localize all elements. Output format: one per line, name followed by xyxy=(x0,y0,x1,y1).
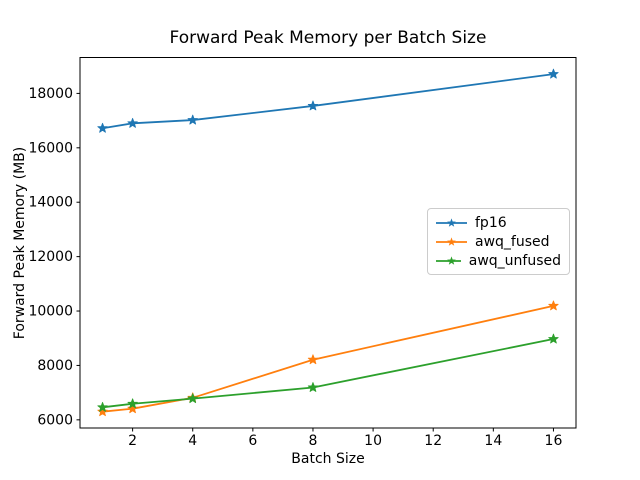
chart-title: Forward Peak Memory per Batch Size xyxy=(169,28,487,48)
x-tick-label: 14 xyxy=(484,433,502,449)
legend-item-fp16: fp16 xyxy=(436,213,561,232)
marker-awq_unfused xyxy=(307,382,319,392)
x-tick-label: 16 xyxy=(545,433,563,449)
y-tick-label: 8000 xyxy=(37,358,73,374)
legend: fp16 awq_fused awq_unfused xyxy=(427,208,570,275)
marker-fp16 xyxy=(307,100,319,111)
y-tick-label: 12000 xyxy=(28,249,73,265)
legend-sample-fp16 xyxy=(436,217,467,227)
axes-frame xyxy=(79,57,577,429)
marker-awq_unfused xyxy=(127,398,138,409)
series-line-awq_fused xyxy=(101,304,555,413)
legend-label: fp16 xyxy=(475,214,507,231)
marker-awq_unfused xyxy=(187,393,198,404)
marker-fp16 xyxy=(548,68,559,79)
marker-fp16 xyxy=(187,114,198,125)
x-tick-label: 8 xyxy=(309,433,318,449)
series-line-awq_unfused xyxy=(101,338,555,409)
legend-sample-awq_fused xyxy=(436,236,467,246)
legend-label: awq_unfused xyxy=(468,252,561,269)
x-tick-label: 6 xyxy=(248,433,257,449)
legend-label: awq_fused xyxy=(475,233,550,250)
y-tick-label: 6000 xyxy=(37,412,73,428)
x-tick-label: 12 xyxy=(424,433,442,449)
marker-awq_fused xyxy=(97,406,108,417)
marker-awq_fused xyxy=(548,300,559,311)
marker-awq_unfused xyxy=(548,333,559,344)
marker-awq_fused xyxy=(307,354,319,365)
y-tick-label: 10000 xyxy=(28,304,73,320)
x-tick-label: 10 xyxy=(364,433,382,449)
y-tick-label: 14000 xyxy=(28,195,73,211)
marker-fp16 xyxy=(127,117,138,128)
y-axis-label: Forward Peak Memory (MB) xyxy=(12,146,28,340)
x-axis-label: Batch Size xyxy=(291,451,365,467)
marker-awq_unfused xyxy=(97,401,108,412)
x-tick-label: 4 xyxy=(188,433,197,449)
marker-awq_fused xyxy=(127,403,138,414)
y-tick-label: 16000 xyxy=(28,140,73,156)
legend-item-awq_unfused: awq_unfused xyxy=(436,251,561,270)
series-line-fp16 xyxy=(101,73,555,130)
marker-fp16 xyxy=(97,122,108,133)
x-tick-label: 2 xyxy=(128,433,137,449)
y-tick-label: 18000 xyxy=(28,86,73,102)
legend-sample-awq_unfused xyxy=(436,255,461,265)
legend-item-awq_fused: awq_fused xyxy=(436,232,561,251)
